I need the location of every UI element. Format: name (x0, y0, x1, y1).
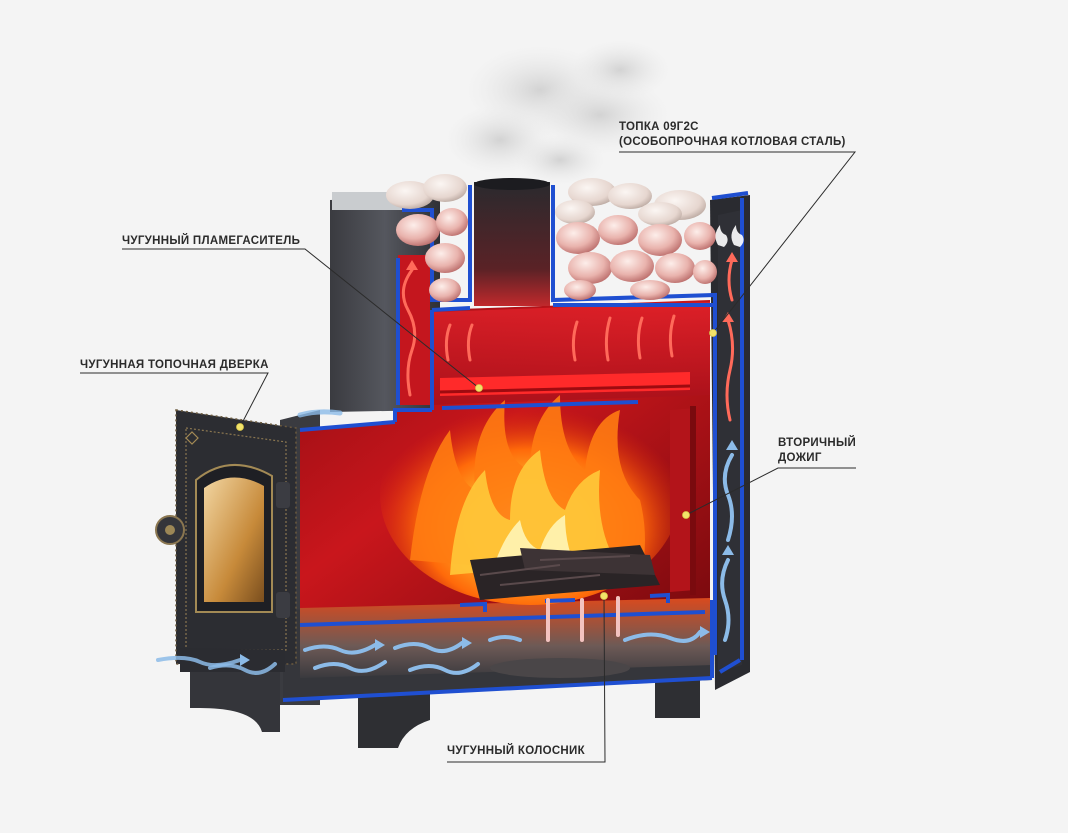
steam-cloud (445, 40, 670, 185)
rising-air-arrows (546, 596, 620, 642)
flame-icons (715, 225, 744, 247)
label-grate: ЧУГУННЫЙ КОЛОСНИК (447, 745, 585, 757)
leader-lines (80, 151, 857, 763)
chimney-pipe (474, 178, 713, 307)
label-firebox-steel-line1: ТОПКА 09Г2С (619, 121, 699, 133)
hot-air-arrowheads (406, 252, 738, 322)
label-secondary-afterburn-line2: ДОЖИГ (778, 452, 822, 464)
label-secondary-afterburn: ВТОРИЧНЫЙ ДОЖИГ (778, 436, 856, 466)
cold-air-arrowheads (240, 440, 738, 666)
hot-air-flow-arrows (401, 258, 735, 422)
label-firebox-door: ЧУГУННАЯ ТОПОЧНАЯ ДВЕРКА (80, 359, 269, 371)
label-secondary-afterburn-line1: ВТОРИЧНЫЙ (778, 437, 857, 449)
stove-legs (190, 660, 700, 748)
afterburn-channel (670, 406, 696, 595)
callout-markers (236, 329, 717, 600)
cold-air-flow-arrows (156, 409, 734, 675)
steel-walls-outline (282, 185, 749, 702)
firebox-door[interactable] (155, 409, 297, 665)
label-flame-damper: ЧУГУННЫЙ ПЛАМЕГАСИТЕЛЬ (122, 235, 301, 247)
label-firebox-steel: ТОПКА 09Г2С (ОСОБОПРОЧНАЯ КОТЛОВАЯ СТАЛЬ… (619, 120, 846, 150)
label-firebox-steel-line2: (ОСОБОПРОЧНАЯ КОТЛОВАЯ СТАЛЬ) (619, 136, 846, 148)
firewood-logs (470, 545, 660, 600)
sauna-stones (386, 174, 717, 302)
